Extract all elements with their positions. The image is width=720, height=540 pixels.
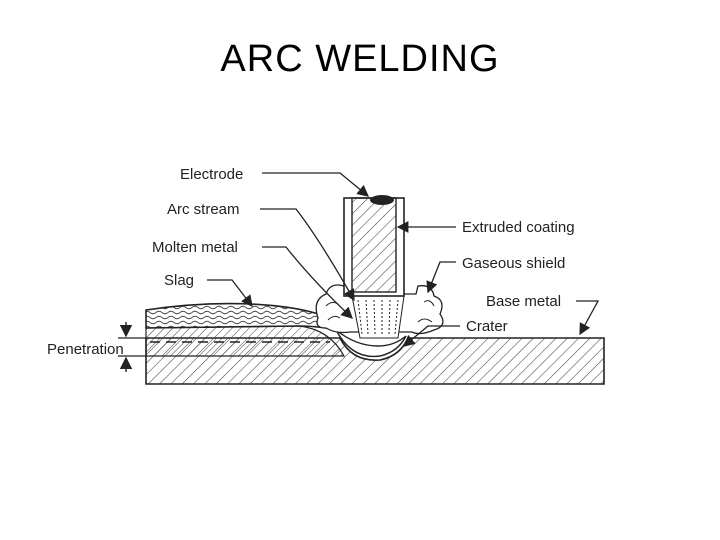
label-slag: Slag [164,272,194,289]
leader-lines [207,172,600,347]
arc-stream [351,295,405,339]
electrode [343,195,405,297]
label-electrode: Electrode [180,166,243,183]
slide-title: ARC WELDING [220,38,500,80]
slag-layer [145,302,349,333]
label-molten-metal: Molten metal [152,239,238,256]
label-penetration: Penetration [47,341,124,358]
label-gaseous-shield: Gaseous shield [462,255,565,272]
label-arc-stream: Arc stream [167,201,240,218]
penetration-marker [118,322,146,372]
weld-bead [145,325,346,357]
label-crater: Crater [466,318,508,335]
label-base-metal: Base metal [486,293,561,310]
label-extruded-coating: Extruded coating [462,219,575,236]
